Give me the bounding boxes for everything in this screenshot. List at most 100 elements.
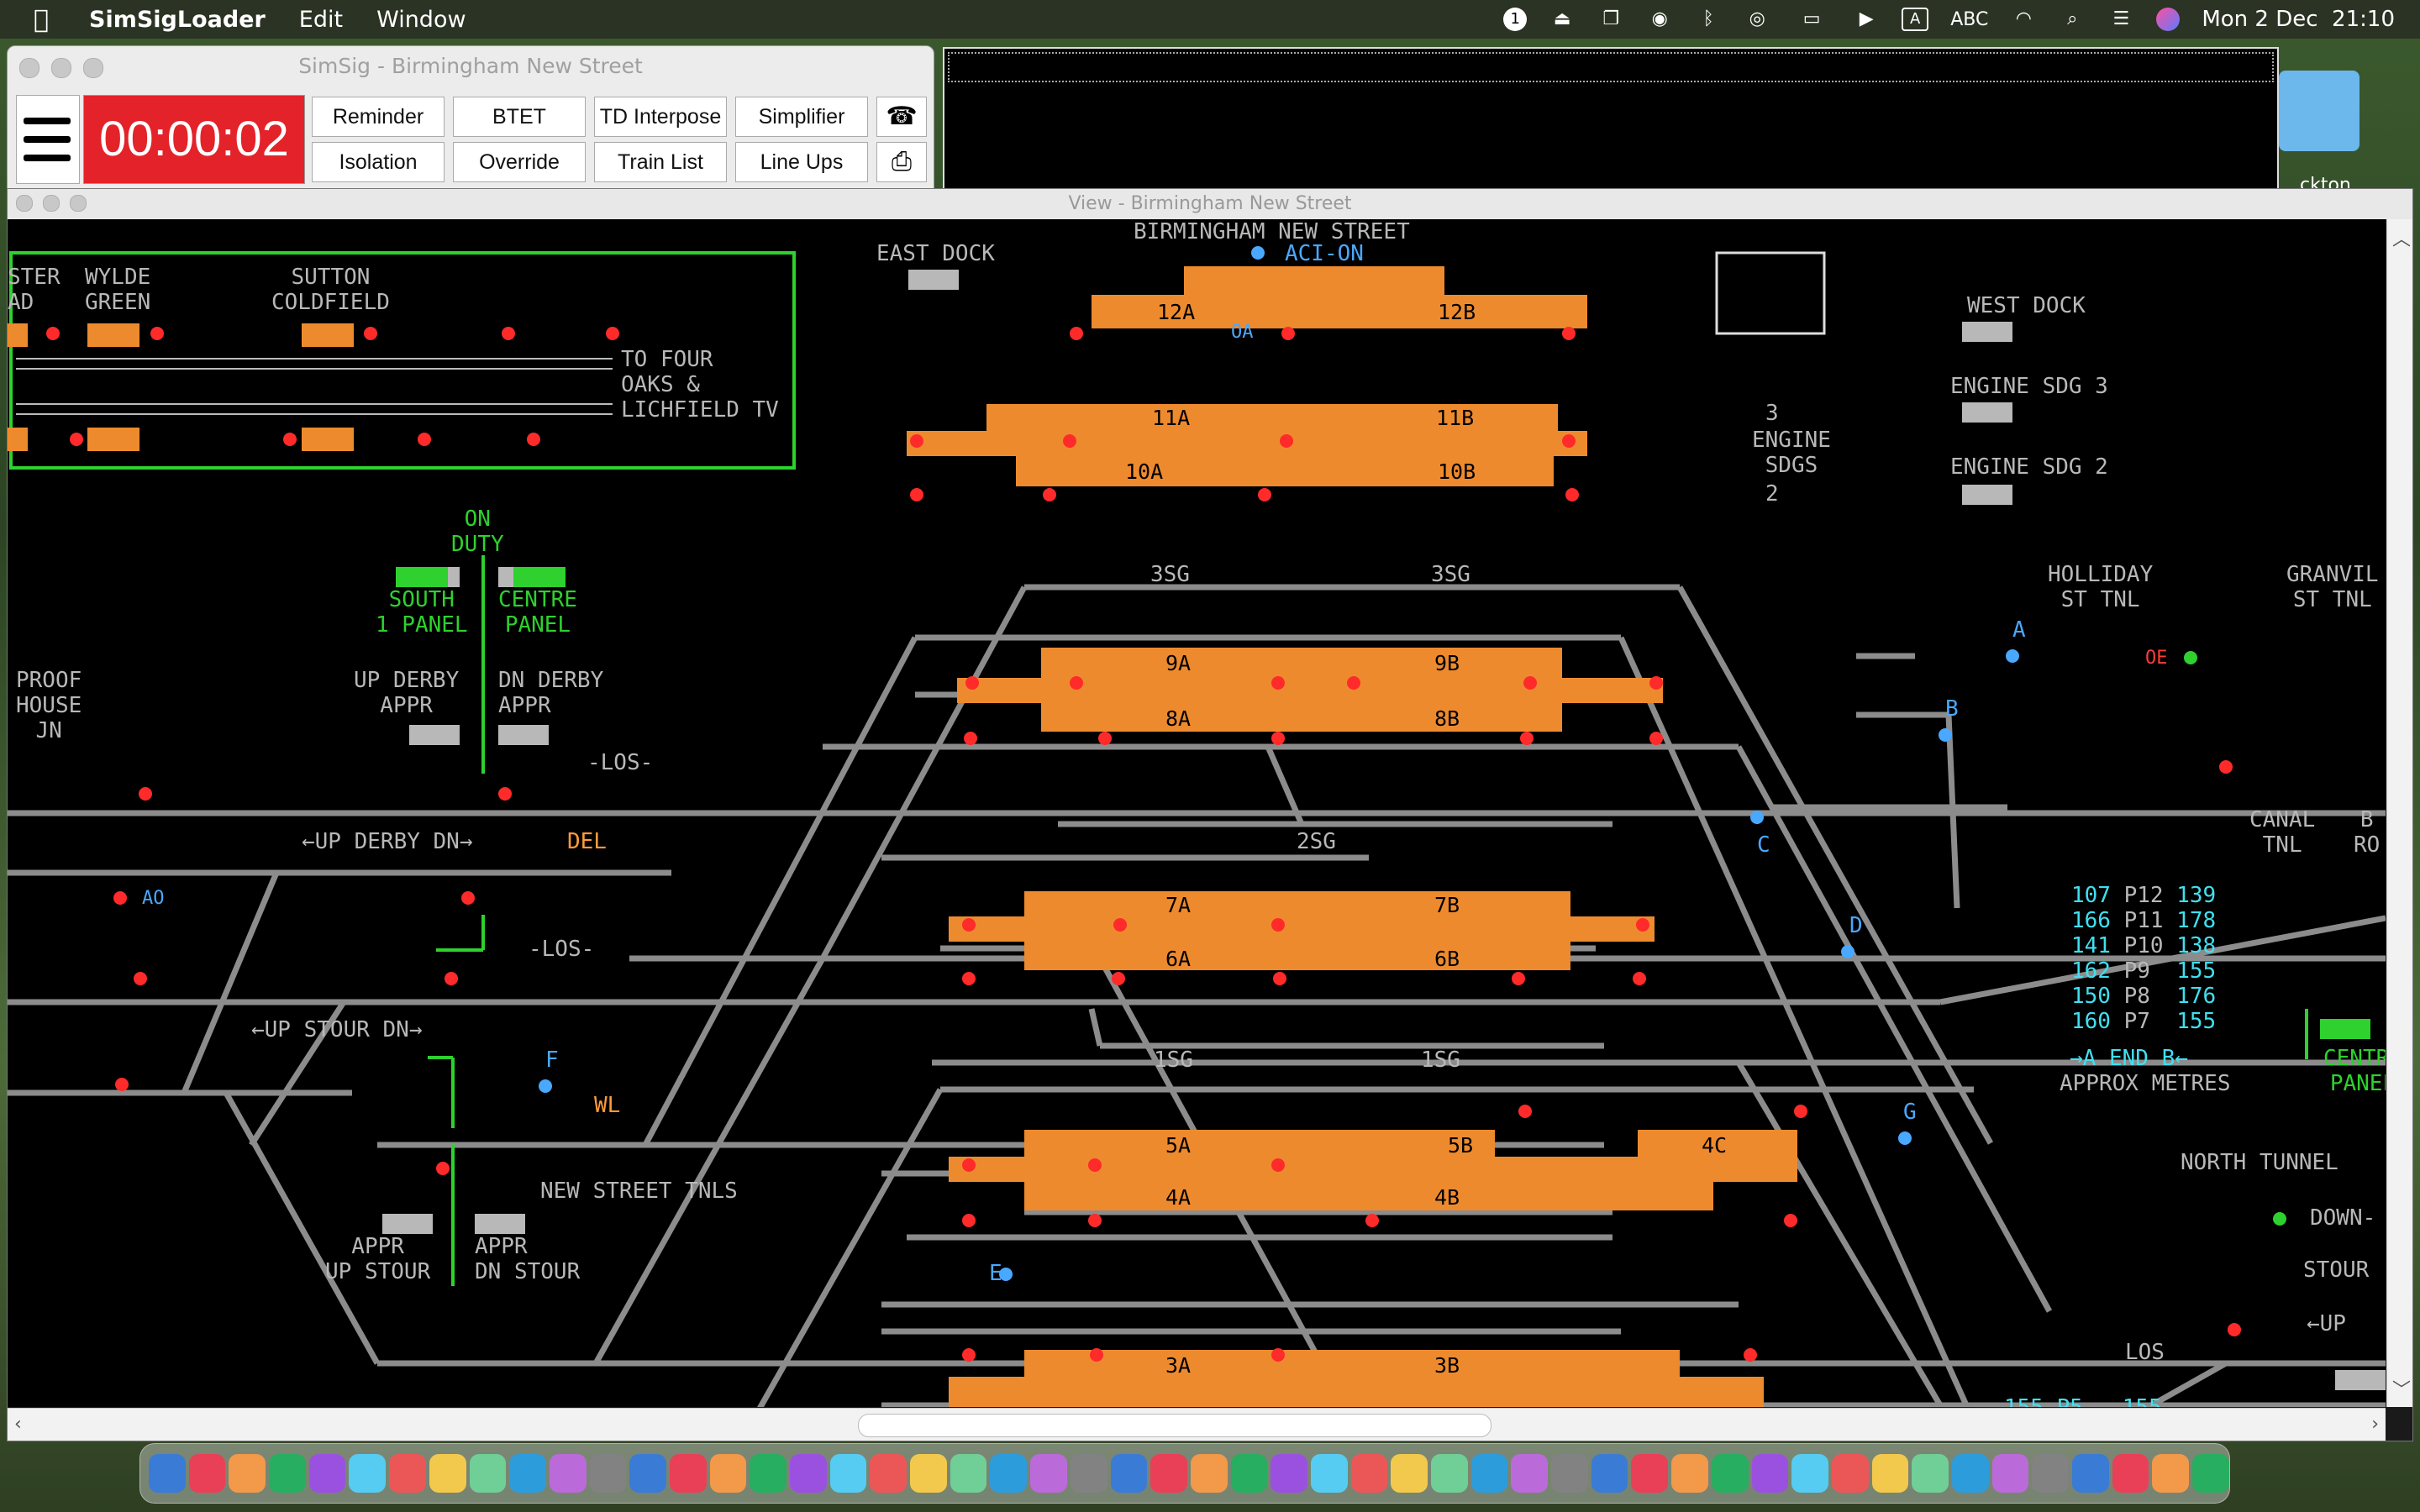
platform-10a-label[interactable]: 10A — [1125, 459, 1164, 484]
platform-12a-label[interactable]: 12A — [1157, 300, 1196, 324]
app-menu[interactable]: SimSigLoader — [89, 6, 266, 33]
platform-4c-label[interactable]: 4C — [1702, 1133, 1728, 1158]
dock-sublime-icon[interactable] — [709, 1454, 747, 1493]
dock-chrome-icon[interactable] — [429, 1454, 466, 1493]
dock-monitor-icon[interactable] — [910, 1454, 947, 1493]
platform-8a-label[interactable]: 8A — [1165, 706, 1192, 731]
dock-calculator-icon[interactable] — [1030, 1454, 1067, 1493]
horizontal-scroll-thumb[interactable] — [858, 1414, 1491, 1437]
dock-clock-icon[interactable] — [870, 1454, 908, 1493]
dock-spotify-icon[interactable] — [349, 1454, 387, 1493]
focus-icon[interactable]: ◉ — [1651, 8, 1668, 29]
phone-icon[interactable]: ☎ — [876, 97, 927, 137]
dock-finder-window-icon[interactable] — [2112, 1454, 2149, 1493]
dock-notes-icon[interactable] — [549, 1454, 587, 1493]
dock-game-icon[interactable] — [1391, 1454, 1428, 1493]
platform-8b-label[interactable]: 8B — [1434, 706, 1460, 731]
desktop-folder-icon[interactable] — [2279, 71, 2360, 151]
dock-app-icon[interactable] — [1912, 1454, 1949, 1493]
platform-12b-label[interactable]: 12B — [1438, 300, 1476, 324]
simplifier-button[interactable]: Simplifier — [735, 97, 868, 137]
keyboard-layout-icon[interactable]: A — [1902, 8, 1929, 31]
hamburger-menu-button[interactable] — [16, 95, 80, 184]
platform-3b-label[interactable]: 3B — [1434, 1353, 1460, 1378]
scroll-up-icon[interactable]: ︿ — [2392, 229, 2412, 250]
platform-11a-label[interactable]: 11A — [1152, 406, 1191, 430]
dock-whatsapp-icon[interactable] — [469, 1454, 507, 1493]
dock-logic-icon[interactable] — [1150, 1454, 1187, 1493]
battery-icon[interactable]: ▭ — [1802, 8, 1821, 29]
track-diagram[interactable] — [8, 219, 2386, 1407]
e-dock-label[interactable]: E.DOCK — [1065, 270, 1141, 294]
play-icon[interactable]: ▶ — [1859, 8, 1874, 29]
td-interpose-button[interactable]: TD Interpose — [594, 97, 727, 137]
dock-music-icon[interactable] — [1110, 1454, 1148, 1493]
message-window[interactable] — [943, 47, 2279, 193]
dock-app-icon[interactable] — [1511, 1454, 1549, 1493]
bluetooth-icon[interactable]: ᛒ — [1702, 8, 1714, 29]
route-point-c[interactable]: C — [1757, 832, 1770, 858]
dock-finder-icon[interactable] — [149, 1454, 186, 1493]
dock-calendar-icon[interactable] — [269, 1454, 306, 1493]
apple-menu-icon[interactable]:  — [34, 5, 67, 34]
route-point-e[interactable]: E — [989, 1261, 1002, 1286]
platform-5b-label[interactable]: 5B — [1448, 1133, 1474, 1158]
scroll-down-icon[interactable]: ﹀ — [2392, 1380, 2412, 1401]
dock-figma-icon[interactable] — [1270, 1454, 1307, 1493]
route-point-g[interactable]: G — [1903, 1100, 1917, 1125]
w-dock-label[interactable]: W.DOCK — [1495, 270, 1571, 294]
scroll-right-icon[interactable]: › — [2371, 1414, 2379, 1435]
platform-11b-label[interactable]: 11B — [1436, 406, 1475, 430]
dock-app-icon[interactable] — [2032, 1454, 2069, 1493]
view-zoom-button[interactable] — [70, 195, 87, 212]
dock-trash-icon[interactable] — [2192, 1454, 2229, 1493]
dock-app-icon[interactable] — [1711, 1454, 1749, 1493]
platform-7b-label[interactable]: 7B — [1434, 893, 1460, 917]
platform-3a-label[interactable]: 3A — [1165, 1353, 1192, 1378]
aci-status[interactable]: ACI-ON — [1285, 241, 1364, 266]
dock-app-icon[interactable] — [1831, 1454, 1869, 1493]
view-close-button[interactable] — [16, 195, 33, 212]
dock-discord-icon[interactable] — [509, 1454, 546, 1493]
sim-clock[interactable]: 00:00:02 — [83, 95, 305, 184]
train-list-button[interactable]: Train List — [594, 142, 727, 182]
dock-blender-icon[interactable] — [1230, 1454, 1268, 1493]
view-window-titlebar[interactable]: View - Birmingham New Street — [8, 189, 2412, 219]
route-point-tag[interactable]: OA — [1231, 322, 1254, 343]
dock-settings-icon[interactable] — [229, 1454, 266, 1493]
override-button[interactable]: Override — [453, 142, 586, 182]
dock-app-icon[interactable] — [1551, 1454, 1588, 1493]
dock-photos-icon[interactable] — [990, 1454, 1028, 1493]
dock-simsig-icon[interactable] — [2072, 1454, 2109, 1493]
platform-4a-label[interactable]: 4A — [1165, 1185, 1192, 1210]
btet-button[interactable]: BTET — [453, 97, 586, 137]
dock-osu-icon[interactable] — [750, 1454, 786, 1493]
window-icon[interactable]: ❐ — [1602, 8, 1620, 29]
platform-4b-label[interactable]: 4B — [1434, 1185, 1460, 1210]
edit-menu[interactable]: Edit — [298, 6, 344, 33]
dock-launchpad-icon[interactable] — [188, 1454, 226, 1493]
menubar-clock[interactable]: Mon 2 Dec 21:10 — [2202, 7, 2395, 32]
dock-app-icon[interactable] — [1871, 1454, 1909, 1493]
dock-files-icon[interactable] — [589, 1454, 627, 1493]
airplay-icon[interactable]: ⏏ — [1553, 8, 1571, 29]
dock-app-icon[interactable] — [1751, 1454, 1789, 1493]
dock-grid-icon[interactable] — [1350, 1454, 1388, 1493]
siri-icon[interactable] — [2156, 8, 2181, 31]
platform-7a-label[interactable]: 7A — [1165, 893, 1192, 917]
spotlight-icon[interactable]: ⌕ — [2067, 8, 2078, 29]
control-center-icon[interactable]: ☰ — [2112, 8, 2130, 29]
dock-vscode-icon[interactable] — [1190, 1454, 1228, 1493]
airdrop-icon[interactable]: ◎ — [1749, 8, 1765, 29]
dock-app-icon[interactable] — [1951, 1454, 1989, 1493]
isolation-button[interactable]: Isolation — [312, 142, 445, 182]
minimize-button[interactable] — [51, 58, 71, 78]
printer-icon[interactable]: ⎙ — [876, 142, 927, 182]
scroll-left-icon[interactable]: ‹ — [14, 1414, 22, 1435]
dock-minecraft-icon[interactable] — [629, 1454, 666, 1493]
wifi-icon[interactable]: ◠ — [2015, 8, 2032, 29]
dock-epic-games-icon[interactable] — [829, 1454, 867, 1493]
route-point-d[interactable]: D — [1849, 913, 1863, 938]
dock-app-icon[interactable] — [1631, 1454, 1669, 1493]
platform-5a-label[interactable]: 5A — [1165, 1133, 1192, 1158]
